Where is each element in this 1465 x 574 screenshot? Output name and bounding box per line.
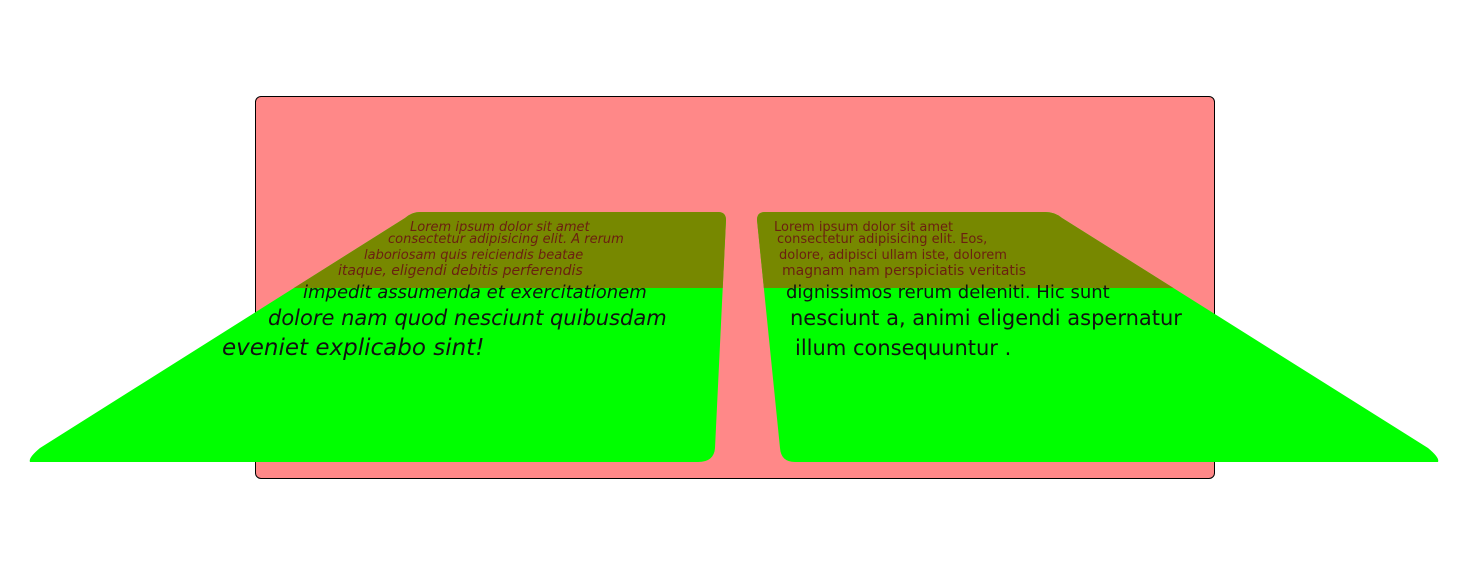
card-right-line: illum consequuntur . [795, 336, 1012, 360]
card-right-line: Lorem ipsum dolor sit amet [774, 220, 954, 235]
card-right-overlap [757, 212, 1174, 288]
card-right-line: magnam nam perspiciatis veritatis [782, 264, 1027, 279]
card-left-line: impedit assumenda et exercitationem [303, 282, 647, 303]
card-right [757, 212, 1439, 462]
card-right-line: dolore, adipisci ullam iste, dolorem [779, 248, 1007, 263]
card-left [29, 212, 726, 462]
card-right-line: nesciunt a, animi eligendi aspernatur [790, 306, 1182, 330]
card-right-line: consectetur adipisicing elit. Eos, [777, 232, 988, 247]
card-left-line: itaque, eligendi debitis perferendis [338, 264, 583, 279]
card-right-line: dignissimos rerum deleniti. Hic sunt [786, 282, 1110, 303]
card-left-overlap [293, 212, 726, 288]
card-left-line: Lorem ipsum dolor sit amet [410, 220, 590, 235]
card-left-line: consectetur adipisicing elit. A rerum [388, 232, 624, 247]
card-left-line: dolore nam quod nesciunt quibusdam [268, 306, 667, 330]
card-left-line: eveniet explicabo sint! [222, 335, 485, 361]
card-left-line: laboriosam quis reiciendis beatae [364, 248, 584, 263]
